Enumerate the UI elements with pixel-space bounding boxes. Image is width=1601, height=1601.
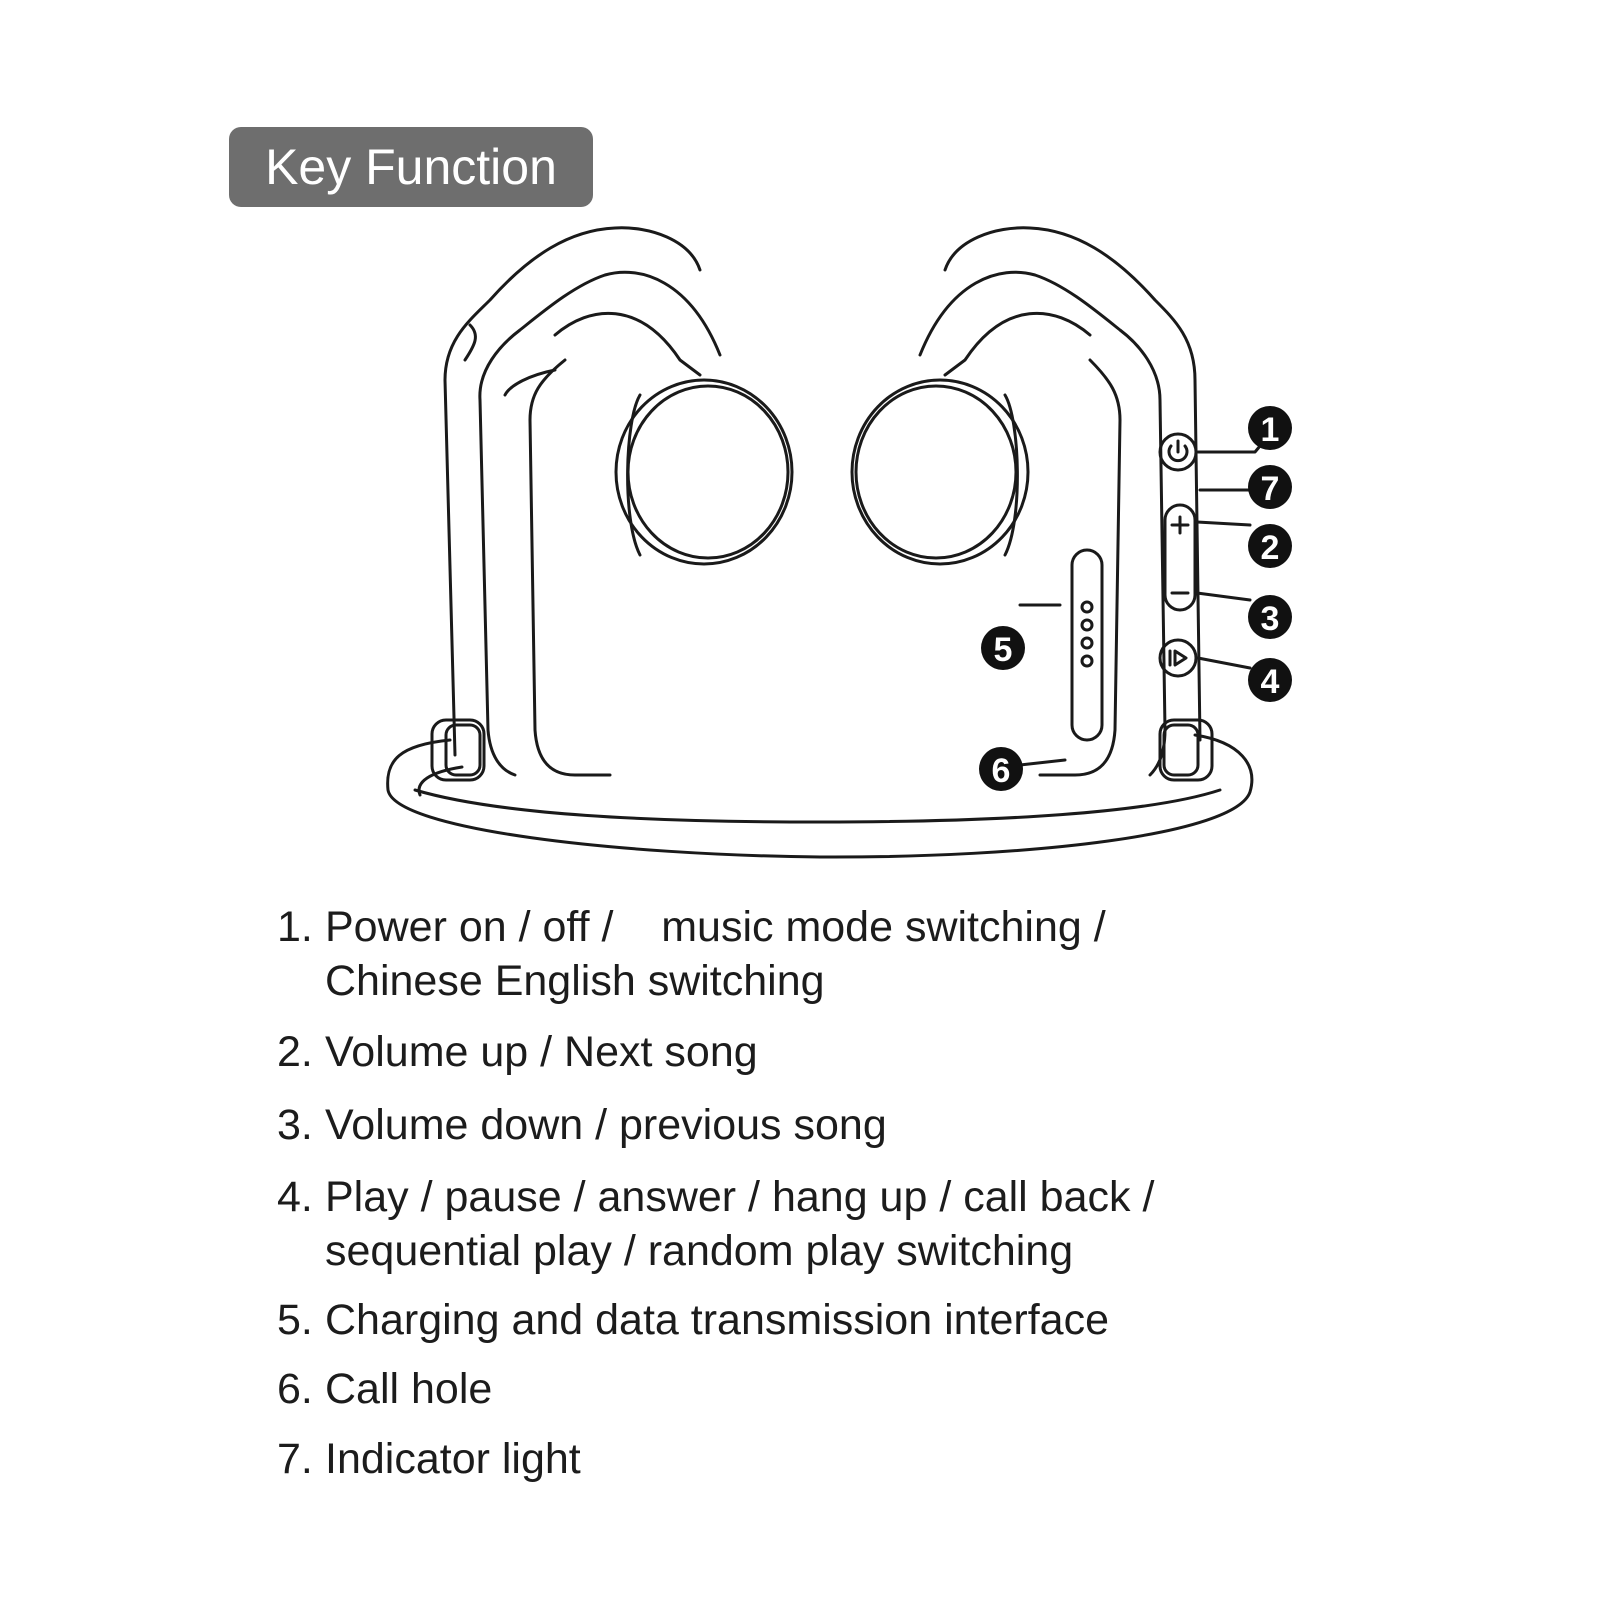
callout-7 bbox=[1248, 465, 1292, 509]
list-item-text: Indicator light bbox=[325, 1435, 581, 1483]
list-item-4: 4. Play / pause / answer / hang up / cal… bbox=[277, 1170, 1154, 1278]
list-item-text: Play / pause / answer / hang up / call b… bbox=[325, 1173, 1155, 1221]
list-item-text: sequential play / random play switching bbox=[325, 1227, 1074, 1276]
callout-7-label: 7 bbox=[1261, 470, 1280, 508]
list-item-text: Chinese English switching bbox=[325, 957, 825, 1006]
callout-3 bbox=[1248, 595, 1292, 639]
left-pad bbox=[614, 378, 794, 566]
callout-4-label: 4 bbox=[1261, 663, 1280, 701]
list-item-text: Volume down / previous song bbox=[325, 1101, 887, 1149]
list-item-text: Call hole bbox=[325, 1365, 493, 1413]
left-end-cap bbox=[430, 718, 486, 782]
callout-1 bbox=[1248, 406, 1292, 450]
callout-5-label: 5 bbox=[994, 631, 1013, 669]
charging-port-panel bbox=[1070, 548, 1104, 742]
list-item-number: 1. bbox=[277, 903, 313, 951]
list-item-2: 2. Volume up / Next song bbox=[277, 1025, 758, 1079]
callout-3-label: 3 bbox=[1261, 600, 1280, 638]
list-item-text: Power on / off / music mode switching / bbox=[325, 903, 1106, 951]
list-item-number: 4. bbox=[277, 1173, 313, 1221]
list-item-text: Charging and data transmission interface bbox=[325, 1296, 1109, 1344]
callout-2-label: 2 bbox=[1261, 529, 1280, 567]
callout-6-label: 6 bbox=[992, 752, 1011, 790]
right-earhook bbox=[943, 226, 1202, 742]
list-item-number: 6. bbox=[277, 1365, 313, 1413]
callout-4 bbox=[1248, 658, 1292, 702]
callout-1-label: 1 bbox=[1261, 411, 1280, 449]
callout-5 bbox=[981, 626, 1025, 670]
list-item-7: 7. Indicator light bbox=[277, 1432, 581, 1486]
key-function-title: Key Function bbox=[229, 127, 593, 207]
list-item-5: 5. Charging and data transmission interf… bbox=[277, 1293, 1109, 1347]
power-button bbox=[1158, 432, 1198, 472]
volume-rocker bbox=[1163, 503, 1197, 612]
callout-2 bbox=[1248, 524, 1292, 568]
callout-6 bbox=[979, 747, 1023, 791]
list-item-3: 3. Volume down / previous song bbox=[277, 1098, 887, 1152]
list-item-6: 6. Call hole bbox=[277, 1362, 492, 1416]
left-earhook bbox=[443, 226, 702, 757]
list-item-number: 2. bbox=[277, 1028, 313, 1076]
play-button bbox=[1158, 638, 1198, 678]
right-pad bbox=[850, 378, 1030, 566]
right-end-cap bbox=[1158, 718, 1214, 782]
list-item-1: 1. Power on / off / music mode switching… bbox=[277, 900, 1106, 1008]
list-item-number: 5. bbox=[277, 1296, 313, 1344]
list-item-text: Volume up / Next song bbox=[325, 1028, 758, 1076]
list-item-number: 7. bbox=[277, 1435, 313, 1483]
neckband bbox=[386, 733, 1254, 859]
list-item-number: 3. bbox=[277, 1101, 313, 1149]
